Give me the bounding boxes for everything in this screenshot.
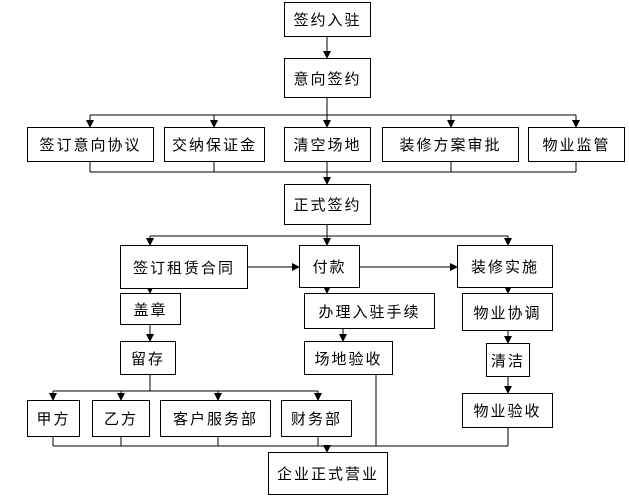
node-property-coordination: 物业协调 <box>462 293 553 331</box>
node-enterprise-formal-operation: 企业正式营业 <box>268 452 388 495</box>
node-sign-intent-agreement: 签订意向协议 <box>27 127 154 162</box>
node-party-a: 甲方 <box>27 400 80 437</box>
node-cleaning: 清洁 <box>486 343 530 377</box>
node-site-acceptance: 场地验收 <box>304 341 393 375</box>
node-property-acceptance: 物业验收 <box>462 393 553 428</box>
node-stamp: 盖章 <box>120 293 181 325</box>
node-formal-sign: 正式签约 <box>284 184 371 225</box>
node-pay-deposit: 交纳保证金 <box>164 127 265 162</box>
node-decoration-plan-review: 装修方案审批 <box>382 127 519 162</box>
node-intent-sign: 意向签约 <box>284 58 371 98</box>
node-property-supervision: 物业监管 <box>528 127 625 162</box>
node-sign-in: 签约入驻 <box>284 2 371 37</box>
node-clear-site: 清空场地 <box>284 127 371 162</box>
node-decoration-implement: 装修实施 <box>457 245 553 288</box>
node-payment: 付款 <box>299 245 360 288</box>
node-customer-service-dept: 客户服务部 <box>160 400 271 437</box>
node-checkin-procedures: 办理入驻手续 <box>304 293 435 329</box>
node-archive: 留存 <box>120 341 176 375</box>
node-sign-lease-contract: 签订租赁合同 <box>120 245 248 289</box>
node-party-b: 乙方 <box>92 400 150 437</box>
node-finance-dept: 财务部 <box>281 400 352 437</box>
